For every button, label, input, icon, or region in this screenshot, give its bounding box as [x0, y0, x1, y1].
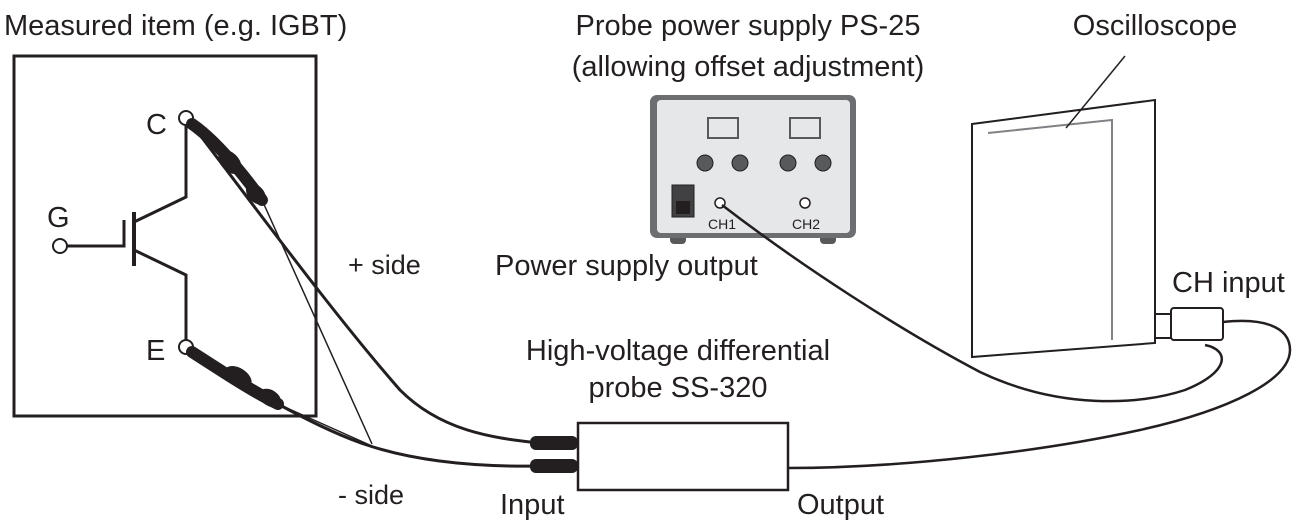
ch-input-socket [1154, 313, 1172, 339]
oscilloscope: Oscilloscope CH input [971, 10, 1285, 359]
power-supply-output-label: Power supply output [495, 250, 758, 282]
plus-side-lead [188, 121, 541, 445]
minus-side-label: - side [338, 480, 404, 510]
igbt-symbol [52, 110, 194, 355]
ch-input-plug [1170, 307, 1224, 341]
probe-output-cable [787, 319, 1292, 470]
offset-knob-3 [779, 154, 797, 172]
probe-leads [186, 118, 578, 473]
ch-input-label: CH input [1172, 267, 1285, 299]
collector-lead [133, 124, 188, 224]
measured-item: Measured item (e.g. IGBT) C G E [4, 10, 347, 418]
power-supply: Probe power supply PS-25 (allowing offse… [495, 10, 924, 282]
power-supply-title-line2: (allowing offset adjustment) [572, 51, 924, 83]
probe-input-label: Input [500, 489, 565, 521]
plus-side-label: + side [348, 250, 421, 280]
display-window-2 [789, 117, 821, 139]
ch2-label: CH2 [792, 216, 820, 232]
probe-output-label: Output [797, 489, 884, 521]
offset-knob-4 [814, 154, 832, 172]
emitter-lead [133, 248, 188, 340]
display-window-1 [707, 117, 739, 139]
input-connector-plus [530, 436, 578, 450]
terminal-g-circle [52, 238, 68, 254]
minus-clip-bulge-1 [224, 365, 252, 389]
oscilloscope-screen-edge [987, 118, 1113, 340]
offset-knob-1 [696, 154, 714, 172]
minus-clip-bulge-2 [258, 388, 282, 408]
probe-title-line1: High-voltage differential [526, 335, 830, 367]
power-supply-title-line1: Probe power supply PS-25 [576, 10, 921, 42]
measured-item-label: Measured item (e.g. IGBT) [4, 10, 347, 42]
minus-side-lead [189, 349, 541, 468]
terminal-c-label: C [146, 109, 167, 141]
terminal-g-label: G [47, 202, 70, 234]
plus-clip-bulge-2 [246, 183, 266, 205]
probe-body [576, 421, 790, 492]
measured-item-box [12, 54, 318, 418]
ch1-label: CH1 [708, 216, 736, 232]
offset-knob-2 [731, 154, 749, 172]
plus-clip-bulge-1 [218, 149, 242, 175]
oscilloscope-leader-line [1065, 55, 1126, 129]
differential-probe: High-voltage differential probe SS-320 I… [500, 335, 884, 521]
gate-lead [66, 222, 126, 248]
oscilloscope-body [971, 98, 1156, 359]
terminal-e-label: E [146, 335, 165, 367]
oscilloscope-label: Oscilloscope [1073, 10, 1237, 42]
ch2-output-jack [799, 197, 811, 209]
power-supply-cable [721, 204, 1223, 403]
input-connector-minus [530, 459, 578, 473]
probe-title-line2: probe SS-320 [589, 372, 768, 404]
